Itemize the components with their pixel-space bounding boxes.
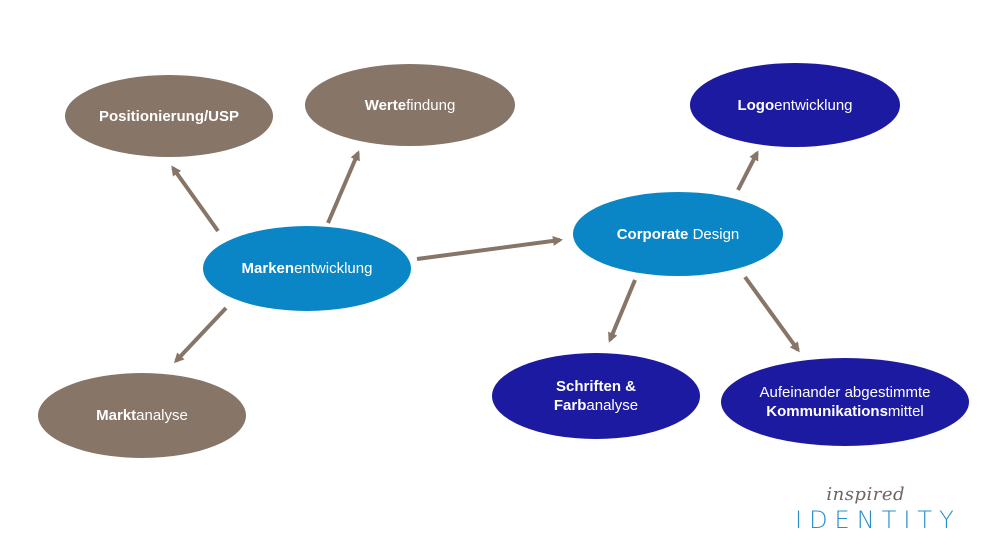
node-label-line1-bold: Schriften & [555, 378, 636, 395]
brand-logo-script: inspired [826, 484, 905, 505]
node-wertefindung: Wertefindung [305, 64, 515, 146]
node-label-regular: entwicklung [294, 260, 373, 277]
brand-logo: inspired IDENTITY [795, 484, 980, 536]
arrow-corporate-to-logo [736, 150, 759, 191]
node-label-regular: analyse [136, 407, 188, 424]
node-markenentwicklung: Markenentwicklung [203, 226, 411, 311]
node-schriften-farbanalyse: Schriften & Farbanalyse [492, 353, 700, 439]
node-label-regular: findung [406, 96, 456, 114]
arrow-corporate-to-schriften [608, 279, 637, 343]
node-positionierung-usp: Positionierung/USP [65, 75, 273, 157]
node-label-line2-bold: Kommunikations [766, 403, 888, 420]
node-corporate-design: Corporate Design [573, 192, 783, 276]
node-logoentwicklung: Logoentwicklung [690, 63, 900, 147]
node-label-bold: Logo [737, 96, 775, 114]
node-label-regular: entwicklung [774, 96, 853, 114]
node-label-bold: Marken [241, 260, 295, 277]
node-label-line1-regular: Aufeinander abgestimmte [759, 384, 931, 401]
node-label-bold: Corporate [616, 225, 689, 243]
node-marktanalyse: Marktanalyse [38, 373, 246, 458]
node-label-line2-bold: Farb [553, 397, 587, 414]
arrow-marken-to-werte [326, 150, 360, 224]
node-label-bold: Werte [364, 96, 407, 114]
brand-logo-wordmark: IDENTITY [795, 506, 961, 534]
node-kommunikationsmittel: Aufeinander abgestimmte Kommunikationsmi… [721, 358, 969, 446]
node-label-regular: Design [688, 225, 740, 243]
node-label-bold: Positionierung/USP [98, 107, 239, 125]
node-label-bold: Markt [96, 407, 137, 424]
node-label-line2-regular: mittel [887, 403, 924, 420]
arrow-marken-to-markt [173, 306, 228, 364]
node-label-line2-regular: analyse [586, 397, 639, 414]
arrow-marken-to-corporate [416, 235, 563, 261]
arrow-marken-to-positionierung [171, 165, 220, 233]
arrow-corporate-to-kommunikation [743, 275, 800, 353]
